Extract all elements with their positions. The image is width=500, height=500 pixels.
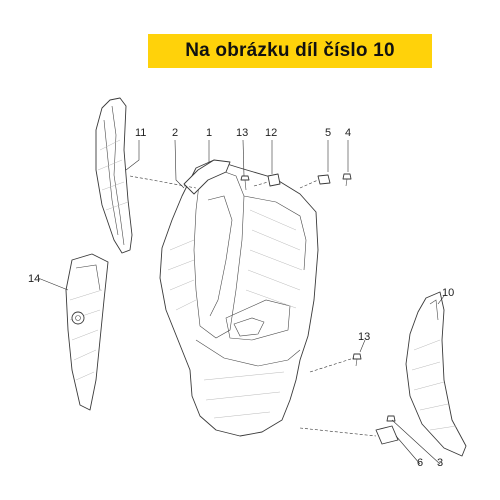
callout-5: 5: [325, 127, 331, 139]
hardware-screw-13a: [240, 175, 250, 191]
part-10-side-panel: [405, 291, 467, 457]
callout-14: 14: [28, 273, 40, 285]
front-shield-assembly: [159, 159, 319, 437]
hardware-nut-5: [317, 174, 331, 185]
part-14-side-panel: [65, 253, 109, 411]
part-11-upper-trim: [95, 97, 133, 254]
callout-4: 4: [345, 127, 351, 139]
banner-text: Na obrázku díl číslo 10: [185, 40, 395, 61]
hardware-screw-6: [386, 415, 396, 422]
hardware-clip-3: [375, 425, 399, 445]
callout-3: 3: [437, 457, 443, 469]
callout-11: 11: [135, 127, 146, 139]
hardware-screw-4: [342, 173, 352, 187]
callout-2: 2: [172, 127, 178, 139]
callout-10: 10: [442, 287, 454, 299]
part-number-banner: Na obrázku díl číslo 10: [148, 34, 432, 68]
hardware-screw-13b: [352, 353, 362, 367]
leader-lines: [37, 139, 445, 465]
callout-1: 1: [206, 127, 212, 139]
hardware-clip-12: [267, 173, 281, 187]
callout-13-right: 13: [358, 331, 370, 343]
callout-6: 6: [417, 457, 423, 469]
callout-12: 12: [265, 127, 277, 139]
callout-13-top: 13: [236, 127, 248, 139]
